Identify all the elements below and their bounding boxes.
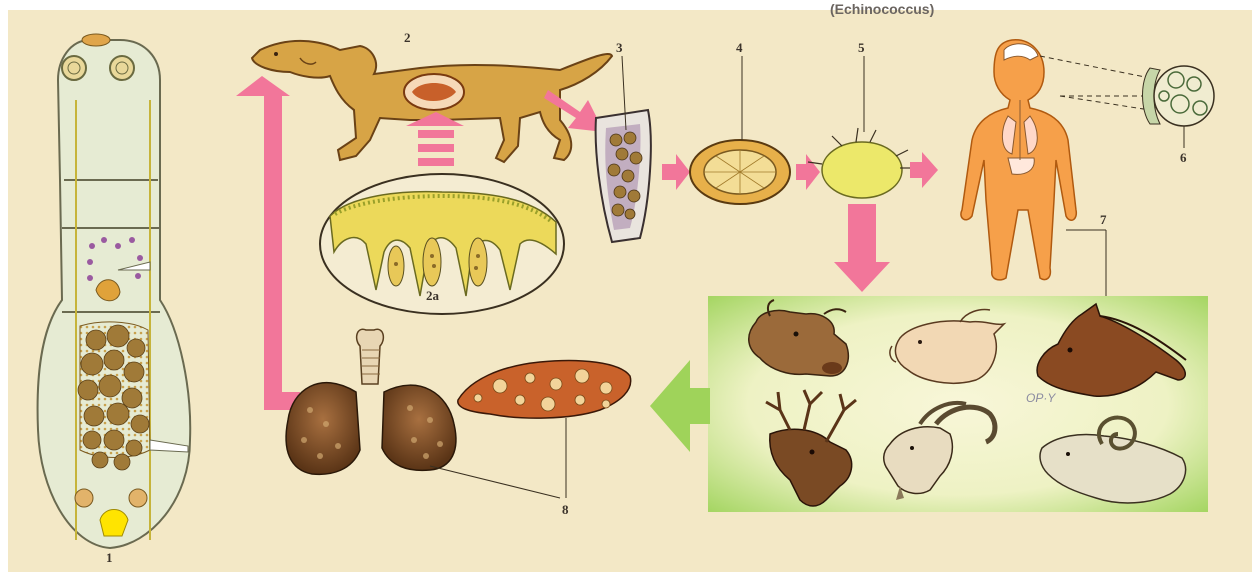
label-2: 2 — [404, 30, 411, 45]
top-white-strip — [0, 0, 1252, 10]
label-1: 1 — [106, 550, 113, 565]
header-fragment: (Echinococcus) — [830, 1, 934, 17]
handwritten-note: OP·Y — [1026, 391, 1056, 405]
label-3: 3 — [616, 40, 623, 55]
label-6: 6 — [1180, 150, 1187, 165]
label-5: 5 — [858, 40, 865, 55]
hydatid-cyst-icon — [1143, 66, 1215, 126]
intestine-section-icon — [320, 174, 564, 314]
egg-icon — [690, 140, 790, 204]
label-2a: 2a — [426, 288, 440, 303]
label-8: 8 — [562, 502, 569, 517]
label-4: 4 — [736, 40, 743, 55]
label-7: 7 — [1100, 212, 1107, 227]
